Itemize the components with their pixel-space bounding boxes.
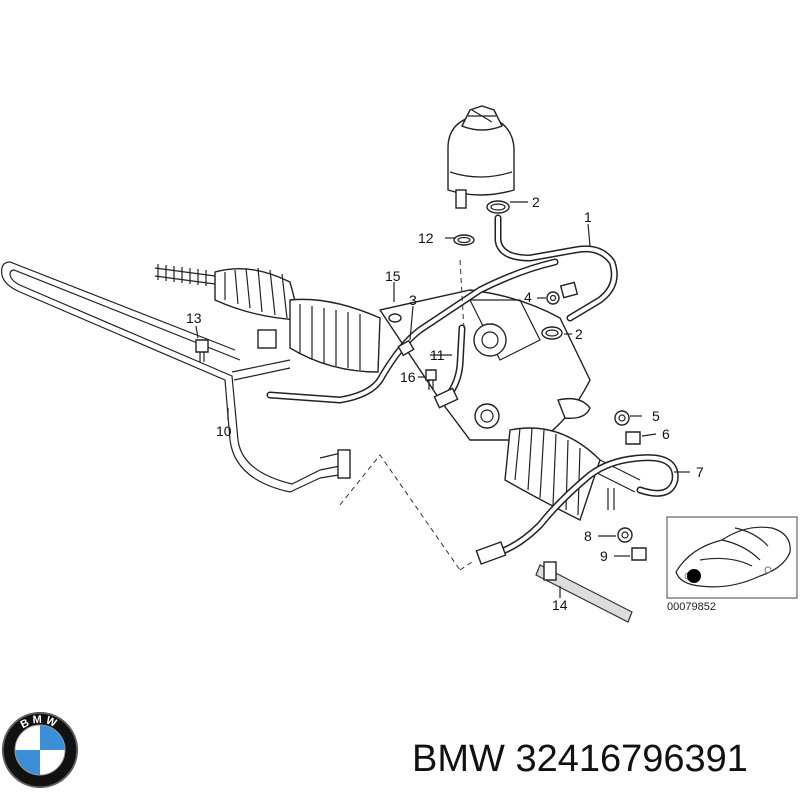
svg-text:BMW: BMW <box>19 714 61 731</box>
brand-part-number: BMW 32416796391 <box>412 738 748 781</box>
callout-2-top: 2 <box>532 194 540 210</box>
callout-7: 7 <box>696 464 704 480</box>
location-marker <box>687 569 701 583</box>
vehicle-location-inset: 00079852 <box>666 516 798 613</box>
hose-1 <box>266 214 618 404</box>
brand-name: BMW <box>412 738 505 780</box>
leader-lines <box>195 201 690 598</box>
diagram-reference-number: 00079852 <box>667 601 716 613</box>
bmw-logo: BMW <box>2 712 78 788</box>
steering-rack <box>154 264 641 521</box>
guide-lines <box>339 259 476 571</box>
cooler-line-10 <box>1 261 351 493</box>
callout-16: 16 <box>400 369 416 385</box>
hose-clamps <box>388 200 563 340</box>
callout-5: 5 <box>652 408 660 424</box>
callout-4: 4 <box>524 289 532 305</box>
callout-14: 14 <box>552 597 568 613</box>
callout-11: 11 <box>430 347 445 363</box>
callout-15: 15 <box>385 268 401 284</box>
callout-6: 6 <box>662 426 670 442</box>
fluid-reservoir <box>447 105 515 209</box>
callout-9: 9 <box>600 548 608 564</box>
callout-3: 3 <box>409 292 417 308</box>
callout-13: 13 <box>186 310 202 326</box>
hose-7 <box>475 397 679 565</box>
callout-10: 10 <box>216 423 232 439</box>
callout-12: 12 <box>418 230 434 246</box>
callout-labels: 1 2 2 3 4 5 6 7 8 9 10 11 12 13 14 15 16 <box>186 194 704 613</box>
hose-11 <box>433 324 466 409</box>
cable-strap-14 <box>535 561 633 623</box>
part-number: 32416796391 <box>515 738 748 780</box>
callout-2-lower: 2 <box>575 326 583 342</box>
callout-8: 8 <box>584 528 592 544</box>
callout-1: 1 <box>584 209 592 225</box>
bolts-and-washers <box>195 339 647 561</box>
